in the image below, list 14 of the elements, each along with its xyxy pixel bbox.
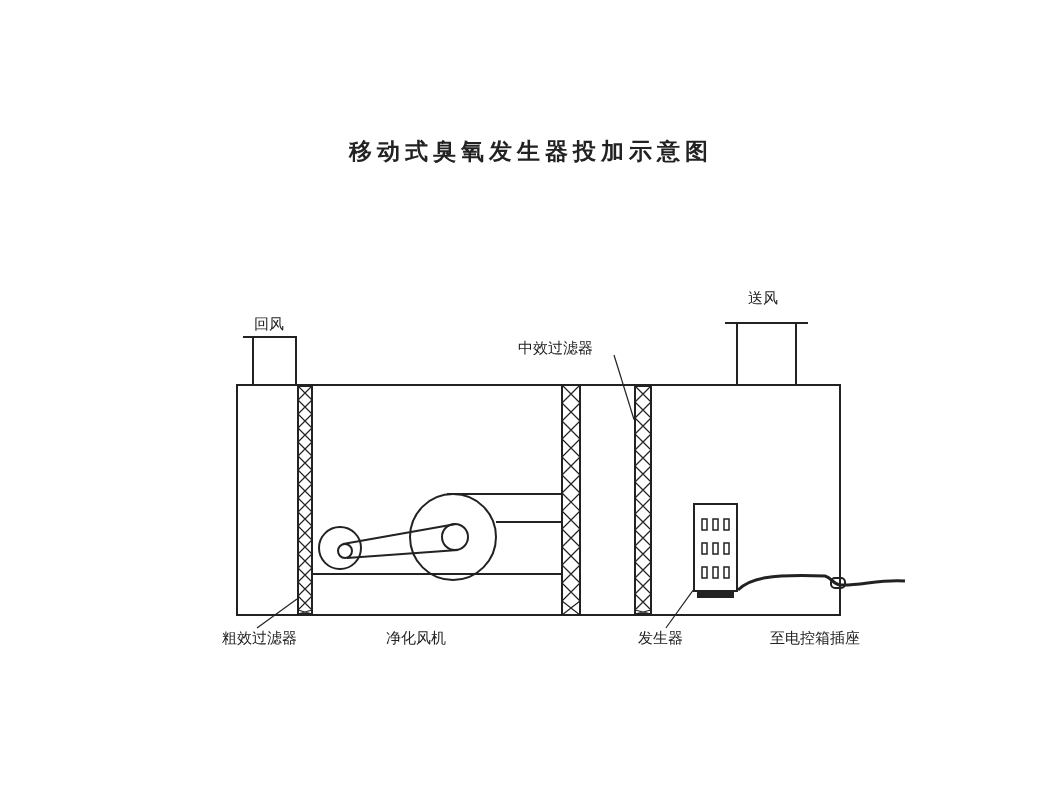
part-label: 粗效过滤器 — [222, 628, 297, 648]
filter-panel — [634, 385, 652, 615]
leader-line — [665, 589, 694, 629]
leader-line — [256, 598, 298, 629]
outlet-label: 送风 — [748, 288, 778, 308]
part-label: 中效过滤器 — [518, 338, 593, 358]
filter-panel — [297, 385, 313, 615]
part-label: 至电控箱插座 — [770, 628, 860, 648]
inlet-label: 回风 — [254, 314, 284, 334]
part-label: 发生器 — [638, 628, 683, 648]
part-label: 净化风机 — [386, 628, 446, 648]
diagram-title: 移动式臭氧发生器投加示意图 — [348, 137, 714, 166]
leader-line — [613, 354, 635, 421]
generator-unit — [693, 503, 738, 600]
